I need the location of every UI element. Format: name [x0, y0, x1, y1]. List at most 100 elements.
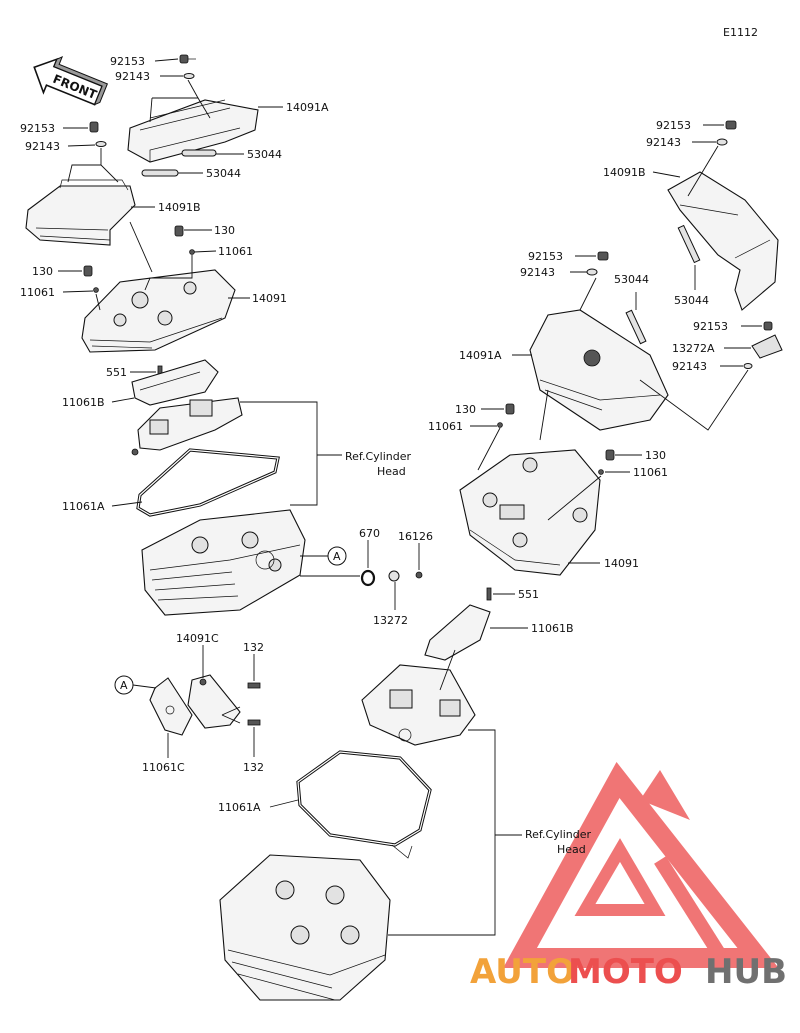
oring-670 [360, 569, 376, 587]
label-11061A: 11061A [218, 801, 261, 814]
label-11061C: 11061C [142, 761, 185, 774]
cover-14091A-left [127, 99, 259, 163]
seal-11061-left-a [189, 249, 195, 255]
washer-92143-right-b [586, 268, 598, 276]
seal-11061-right-b [598, 469, 604, 475]
watermark-hub: HUB [705, 952, 787, 992]
ref-head-label: Head [377, 465, 406, 478]
watermark-auto: AUTO [470, 952, 575, 992]
label-14091: 14091 [252, 292, 287, 305]
label-14091C: 14091C [176, 632, 219, 645]
callout-a-right-letter: A [333, 550, 341, 563]
plug-16126 [415, 571, 423, 579]
label-11061: 11061 [428, 420, 463, 433]
watermark-text: AUTO MOTO HUB [470, 952, 787, 992]
label-92153: 92153 [528, 250, 563, 263]
pin-551-right [486, 587, 492, 601]
figure-code: E1112 [723, 26, 758, 39]
cover-14091B-left [25, 179, 136, 246]
bolt-132-a [247, 682, 261, 689]
gasket-11061C [149, 677, 193, 736]
cylinder-head-left [141, 509, 306, 616]
label-92153: 92153 [693, 320, 728, 333]
bolt-130-right-a [505, 403, 515, 415]
ref-cylinder-label: Ref.Cylinder [345, 450, 412, 463]
breather-plate-11061B-right [361, 604, 491, 746]
cover-14091A-right [529, 309, 669, 431]
bracket-13272A [751, 334, 783, 359]
label-11061A: 11061A [62, 500, 105, 513]
gasket-11061A-left [136, 448, 280, 517]
label-130: 130 [645, 449, 666, 462]
ref-cylinder-head-right: Ref.Cylinder Head [525, 828, 592, 856]
label-14091B: 14091B [603, 166, 646, 179]
bolt-130-right-b [605, 449, 615, 461]
label-130: 130 [455, 403, 476, 416]
label-92153: 92153 [110, 55, 145, 68]
damper-53044-right-b [677, 224, 701, 264]
bolt-92153-left-top [179, 54, 196, 64]
damper-53044-left-a [181, 149, 217, 157]
label-13272A: 13272A [672, 342, 715, 355]
label-53044: 53044 [674, 294, 709, 307]
label-14091B: 14091B [158, 201, 201, 214]
damper-53044-right-a [625, 309, 647, 345]
callout-a-left-letter: A [120, 679, 128, 692]
washer-92143-left-mid [95, 141, 107, 147]
label-130: 130 [214, 224, 235, 237]
gasket-11061A-right [296, 750, 432, 859]
label-16126: 16126 [398, 530, 433, 543]
part-labels: 92153 92143 14091A 92153 92143 53044 530… [20, 55, 728, 814]
label-11061B: 11061B [531, 622, 574, 635]
label-92153: 92153 [656, 119, 691, 132]
label-132: 132 [243, 761, 264, 774]
label-130: 130 [32, 265, 53, 278]
label-14091A: 14091A [459, 349, 502, 362]
front-arrow-badge: FRONT [33, 56, 109, 106]
bolt-92153-right-c [763, 321, 773, 331]
leader-lines [58, 58, 762, 936]
bolt-130-left-a [174, 225, 184, 237]
label-551: 551 [518, 588, 539, 601]
head-cover-14091-left [81, 269, 236, 353]
bolt-132-b [247, 719, 261, 726]
label-14091: 14091 [604, 557, 639, 570]
watermark-moto: MOTO [568, 952, 683, 992]
washer-92143-left-top [183, 73, 195, 79]
cover-14091B-right [667, 171, 779, 311]
label-11061: 11061 [218, 245, 253, 258]
label-11061B: 11061B [62, 396, 105, 409]
label-53044: 53044 [206, 167, 241, 180]
label-11061: 11061 [20, 286, 55, 299]
washer-92143-right-c [743, 363, 753, 369]
label-53044: 53044 [614, 273, 649, 286]
label-92143: 92143 [672, 360, 707, 373]
washer-92143-right-a [716, 138, 728, 146]
bolt-92153-left-mid [89, 121, 99, 133]
breather-plate-11061B-left [131, 359, 243, 456]
label-92153: 92153 [20, 122, 55, 135]
bolt-92153-right-b [597, 251, 609, 261]
watermark-logo [503, 761, 779, 968]
label-53044: 53044 [247, 148, 282, 161]
head-cover-14091-right [459, 449, 601, 576]
label-92143: 92143 [115, 70, 150, 83]
cover-14091C [187, 674, 241, 729]
bolt-92153-right-a [725, 120, 737, 130]
label-14091A: 14091A [286, 101, 329, 114]
label-11061: 11061 [633, 466, 668, 479]
label-670: 670 [359, 527, 380, 540]
label-13272: 13272 [373, 614, 408, 627]
label-132: 132 [243, 641, 264, 654]
bolt-130-left-b [83, 265, 93, 277]
ref-cylinder-head-left: Ref.Cylinder Head [345, 450, 412, 478]
ref-head-label: Head [557, 843, 586, 856]
label-92143: 92143 [520, 266, 555, 279]
cylinder-head-right [219, 854, 391, 1001]
label-551: 551 [106, 366, 127, 379]
ref-cylinder-label: Ref.Cylinder [525, 828, 592, 841]
label-92143: 92143 [646, 136, 681, 149]
seal-11061-left-b [93, 287, 99, 293]
plate-13272 [388, 570, 400, 582]
